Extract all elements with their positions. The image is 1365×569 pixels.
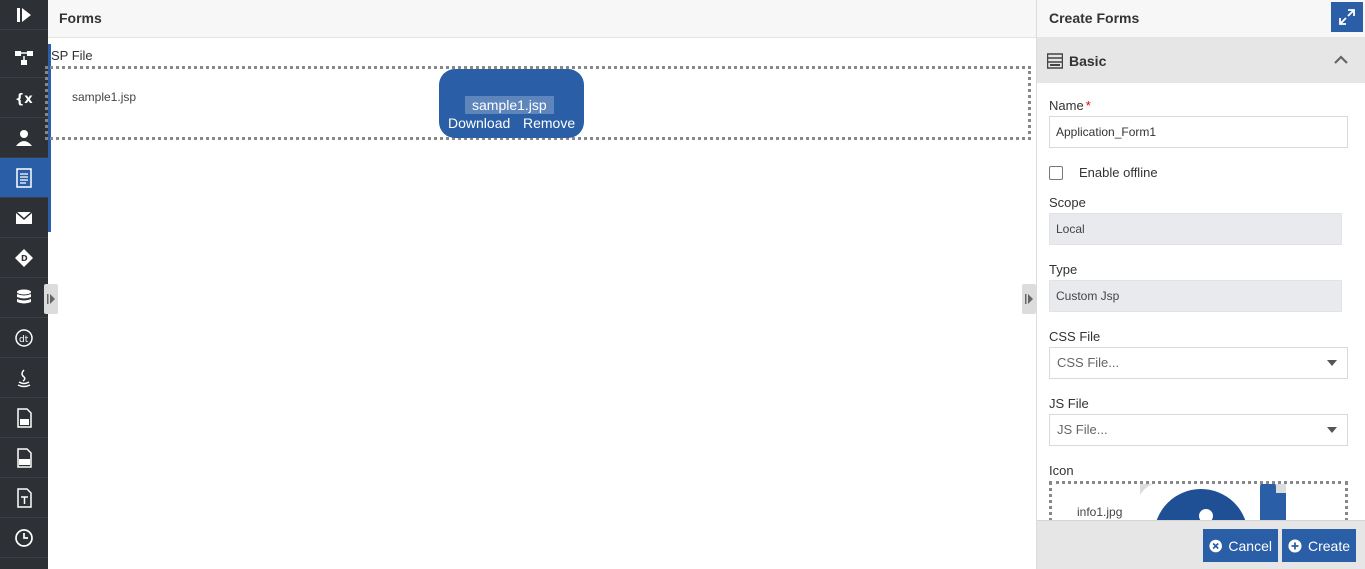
text-icon[interactable] <box>0 478 48 518</box>
expand-icon <box>1339 9 1355 25</box>
process-icon[interactable] <box>0 38 48 78</box>
form-section-icon <box>1047 53 1063 69</box>
dt-icon[interactable]: dt <box>0 318 48 358</box>
caret-down-icon <box>1327 360 1337 366</box>
section-title: Basic <box>1069 53 1107 69</box>
type-label: Type <box>1049 262 1078 277</box>
js-file-label: JS File <box>1049 396 1089 411</box>
remove-link[interactable]: Remove <box>523 115 576 131</box>
create-button[interactable]: Create <box>1282 529 1356 562</box>
jsp-file-label: SP File <box>51 48 93 63</box>
download-link[interactable]: Download <box>448 115 511 131</box>
css-file-label: CSS File <box>1049 329 1101 344</box>
js-file-placeholder: JS File... <box>1057 422 1108 437</box>
main-area: Forms SP File sample1.jsp sample1.jsp Do… <box>44 0 1036 569</box>
jsp-dropzone[interactable] <box>45 66 1031 140</box>
cancel-button[interactable]: Cancel <box>1203 529 1278 562</box>
icon-file-name: info1.jpg <box>1077 505 1123 519</box>
svg-text:{x}: {x} <box>15 92 34 107</box>
chevron-right-icon <box>47 294 55 304</box>
left-splitter-handle[interactable] <box>44 284 58 314</box>
right-splitter-handle[interactable] <box>1022 284 1036 314</box>
plus-circle-icon <box>1288 538 1302 553</box>
enable-offline-checkbox[interactable] <box>1049 166 1063 180</box>
forms-icon[interactable] <box>0 158 48 198</box>
create-forms-panel: Create Forms Basic Name* Application_For… <box>1036 0 1365 569</box>
cancel-icon <box>1209 539 1222 552</box>
svg-text:D: D <box>21 254 28 263</box>
variables-icon[interactable]: {x} <box>0 78 48 118</box>
email-icon[interactable] <box>0 198 48 238</box>
expand-button[interactable] <box>1331 2 1363 32</box>
left-nav: {x} D dt <box>0 0 48 569</box>
cancel-label: Cancel <box>1228 537 1272 554</box>
scope-label: Scope <box>1049 195 1086 210</box>
chevron-right-icon <box>1025 294 1033 304</box>
name-input[interactable]: Application_Form1 <box>1049 116 1348 148</box>
clock-icon[interactable] <box>0 518 48 558</box>
css-file-select[interactable]: CSS File... <box>1049 347 1348 379</box>
file-chip-name: sample1.jsp <box>465 96 554 114</box>
caret-down-icon <box>1327 427 1337 433</box>
user-icon[interactable] <box>0 118 48 158</box>
panel-footer: Cancel Create <box>1037 520 1365 569</box>
css-file-placeholder: CSS File... <box>1057 355 1120 370</box>
main-header: Forms <box>48 0 1036 38</box>
type-field: Custom Jsp <box>1049 280 1342 312</box>
database-icon[interactable] <box>0 278 48 318</box>
uploaded-file-name: sample1.jsp <box>72 90 137 104</box>
chevron-up-icon[interactable] <box>1333 52 1349 68</box>
panel-title: Create Forms <box>1049 10 1140 26</box>
panel-body: Name* Application_Form1 Enable offline S… <box>1037 83 1365 520</box>
enable-offline-label: Enable offline <box>1079 165 1158 180</box>
css-icon[interactable] <box>0 438 48 478</box>
file-preview-chip: sample1.jsp Download Remove <box>439 69 584 138</box>
panel-header: Create Forms <box>1037 0 1365 38</box>
basic-section-header[interactable]: Basic <box>1037 38 1365 83</box>
info-icon-thumbnail <box>1140 484 1286 520</box>
svg-text:dt: dt <box>19 335 29 345</box>
js-icon[interactable] <box>0 398 48 438</box>
name-label: Name* <box>1049 98 1091 113</box>
js-file-select[interactable]: JS File... <box>1049 414 1348 446</box>
decision-icon[interactable]: D <box>0 238 48 278</box>
logo-icon[interactable] <box>0 0 48 30</box>
icon-dropzone[interactable]: info1.jpg <box>1049 481 1348 520</box>
icon-label: Icon <box>1049 463 1074 478</box>
page-title: Forms <box>59 10 102 26</box>
scope-field: Local <box>1049 213 1342 245</box>
java-icon[interactable] <box>0 358 48 398</box>
create-label: Create <box>1307 537 1350 554</box>
required-marker: * <box>1085 98 1091 113</box>
